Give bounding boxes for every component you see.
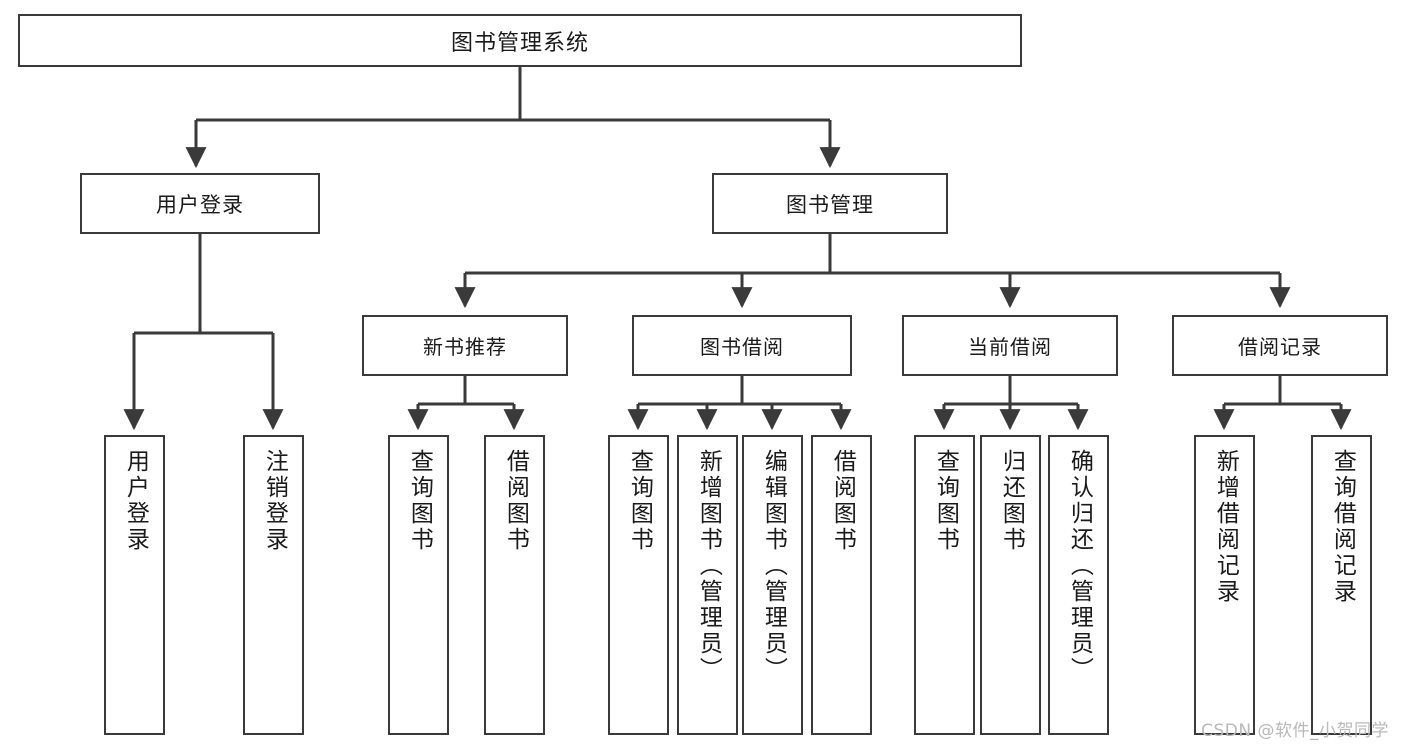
- node-leaf-add-book[interactable]: 新增图书（管理员）: [677, 435, 738, 735]
- node-current-borrow-label: 当前借阅: [968, 335, 1052, 359]
- node-leaf-return-book-label: 归还图书: [998, 449, 1025, 553]
- node-leaf-add-record[interactable]: 新增借阅记录: [1194, 435, 1255, 735]
- node-borrow-record[interactable]: 借阅记录: [1172, 315, 1388, 376]
- node-book-borrow[interactable]: 图书借阅: [632, 315, 852, 376]
- node-book-borrow-label: 图书借阅: [700, 335, 784, 359]
- node-leaf-edit-book-label: 编辑图书（管理员）: [760, 449, 787, 683]
- node-leaf-user-login-label: 用户登录: [122, 449, 149, 553]
- node-leaf-borrow-book-2[interactable]: 借阅图书: [811, 435, 872, 735]
- node-leaf-add-record-label: 新增借阅记录: [1212, 449, 1239, 605]
- node-leaf-return-book[interactable]: 归还图书: [980, 435, 1041, 735]
- node-leaf-user-login[interactable]: 用户登录: [104, 435, 165, 735]
- node-leaf-logout[interactable]: 注销登录: [243, 435, 304, 735]
- node-leaf-query-book-2[interactable]: 查询图书: [608, 435, 669, 735]
- node-leaf-borrow-book-1-label: 借阅图书: [502, 449, 529, 553]
- node-leaf-query-record[interactable]: 查询借阅记录: [1311, 435, 1372, 735]
- node-leaf-query-book-2-label: 查询图书: [626, 449, 653, 553]
- node-leaf-confirm-return-label: 确认归还（管理员）: [1066, 449, 1093, 683]
- node-new-book-rec[interactable]: 新书推荐: [362, 315, 568, 376]
- node-root-label: 图书管理系统: [450, 30, 589, 56]
- node-leaf-query-book-1-label: 查询图书: [406, 449, 433, 553]
- node-leaf-logout-label: 注销登录: [261, 449, 288, 553]
- node-borrow-record-label: 借阅记录: [1238, 335, 1322, 359]
- node-root[interactable]: 图书管理系统: [18, 14, 1022, 67]
- node-user-login-label: 用户登录: [156, 192, 244, 217]
- node-leaf-query-book-3[interactable]: 查询图书: [914, 435, 975, 735]
- node-leaf-query-book-3-label: 查询图书: [932, 449, 959, 553]
- node-leaf-query-book-1[interactable]: 查询图书: [388, 435, 449, 735]
- node-book-manage[interactable]: 图书管理: [712, 173, 948, 234]
- node-leaf-edit-book[interactable]: 编辑图书（管理员）: [742, 435, 803, 735]
- node-leaf-borrow-book-2-label: 借阅图书: [829, 449, 856, 553]
- node-leaf-borrow-book-1[interactable]: 借阅图书: [484, 435, 545, 735]
- node-book-manage-label: 图书管理: [786, 192, 874, 217]
- node-leaf-confirm-return[interactable]: 确认归还（管理员）: [1048, 435, 1109, 735]
- node-leaf-add-book-label: 新增图书（管理员）: [695, 449, 722, 683]
- node-current-borrow[interactable]: 当前借阅: [902, 315, 1118, 376]
- node-new-book-rec-label: 新书推荐: [423, 335, 507, 359]
- node-leaf-query-record-label: 查询借阅记录: [1329, 449, 1356, 605]
- node-user-login[interactable]: 用户登录: [80, 173, 320, 234]
